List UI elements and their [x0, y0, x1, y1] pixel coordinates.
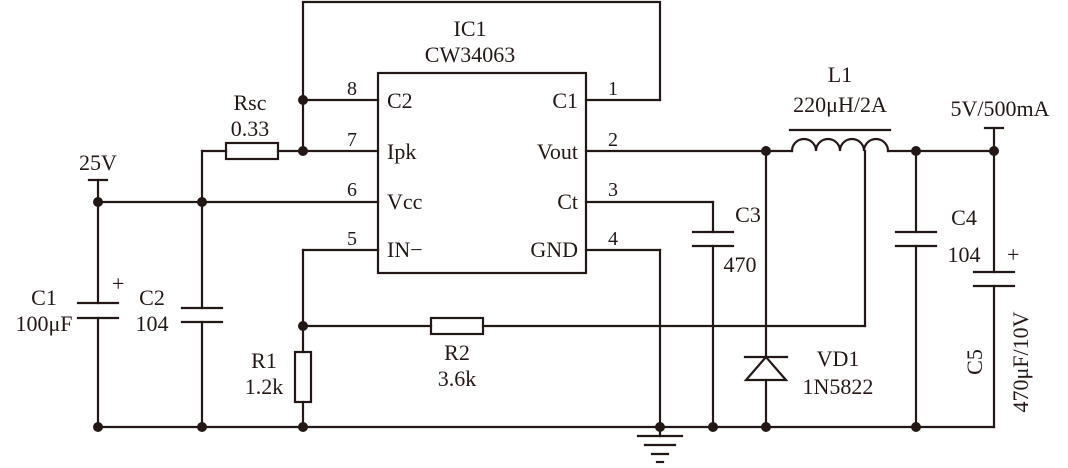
output-label: 5V/500mA: [951, 96, 1050, 121]
inductor-l1: [788, 128, 996, 153]
c3-ref: C3: [735, 202, 761, 227]
c2-ref: C2: [139, 285, 165, 310]
c4-value: 104: [948, 242, 981, 267]
pin-number-7: 7: [347, 129, 357, 151]
pin8-pin1-wire: [301, 0, 662, 102]
c1-ref: C1: [31, 285, 57, 310]
pin-name-in: IN−: [387, 237, 423, 262]
c5-ref: C5: [962, 349, 987, 375]
junction-dots: [93, 95, 999, 432]
l1-value: 220μH/2A: [793, 92, 887, 117]
ground-symbol: [636, 248, 684, 464]
ic-part-number: CW34063: [425, 42, 515, 67]
pin-name-ct: Ct: [557, 189, 578, 214]
vd1-ref: VD1: [817, 346, 860, 371]
pin-name-c1: C1: [552, 88, 578, 113]
c5-polarity: +: [1007, 242, 1019, 267]
capacitor-c2: [180, 200, 224, 429]
rsc-value: 0.33: [231, 116, 270, 141]
r1-value: 1.2k: [245, 374, 284, 399]
capacitor-c5: [972, 149, 1016, 429]
resistor-r1: [293, 248, 313, 429]
c5-value: 470μF/10V: [1008, 311, 1033, 412]
c2-value: 104: [136, 311, 169, 336]
pin-name-gnd: GND: [530, 237, 578, 262]
c1-polarity: +: [112, 271, 124, 296]
vd1-value: 1N5822: [803, 374, 874, 399]
l1-ref: L1: [828, 62, 852, 87]
c4-ref: C4: [951, 205, 977, 230]
pin-name-c2: C2: [387, 88, 413, 113]
pin-number-1: 1: [608, 78, 618, 100]
r2-value: 3.6k: [438, 366, 477, 391]
pin-number-5: 5: [347, 228, 357, 250]
capacitor-c1: [76, 200, 120, 429]
c3-value: 470: [724, 252, 757, 277]
pin-number-3: 3: [608, 179, 618, 201]
pin-number-2: 2: [608, 129, 618, 151]
c1-value: 100μF: [15, 311, 72, 336]
capacitor-c4: [894, 149, 938, 429]
pin-number-6: 6: [347, 179, 357, 201]
pin-name-vout: Vout: [537, 139, 578, 164]
pin-name-vcc: Vcc: [387, 189, 423, 214]
diode-vd1: [743, 149, 789, 429]
capacitor-c3: [691, 200, 735, 429]
supply-voltage-label: 25V: [79, 150, 117, 175]
pin-number-8: 8: [347, 78, 357, 100]
resistor-r2: [301, 149, 867, 336]
pin-number-4: 4: [608, 228, 618, 250]
ic-ref: IC1: [454, 16, 487, 41]
r2-ref: R2: [444, 340, 470, 365]
ic-body: [376, 71, 588, 275]
resistor-rsc: [200, 141, 305, 204]
pin-name-ipk: Ipk: [387, 139, 416, 164]
rsc-ref: Rsc: [234, 90, 267, 115]
r1-ref: R1: [251, 348, 277, 373]
ic-pin-lines: [96, 98, 794, 252]
